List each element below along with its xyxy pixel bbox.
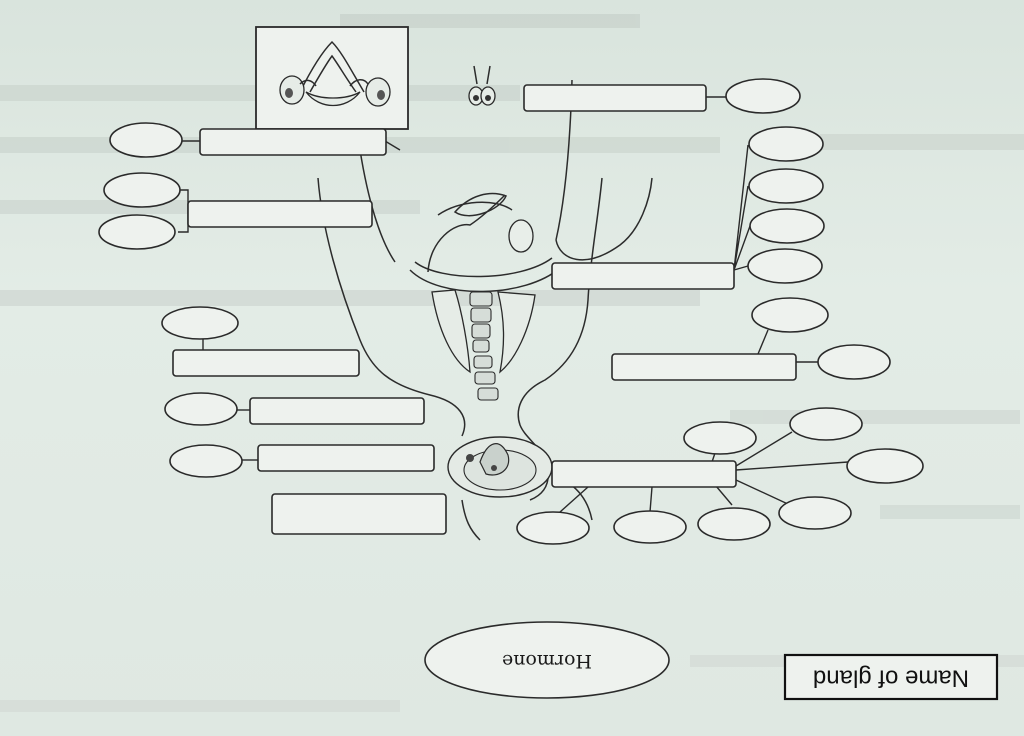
gland-box-9[interactable] (611, 353, 797, 381)
gland-box-7[interactable] (523, 84, 707, 112)
hormone-oval-7[interactable] (725, 78, 801, 114)
organs-illustration (409, 192, 561, 498)
hormone-oval-9[interactable] (748, 168, 824, 204)
hormone-oval-1[interactable] (109, 122, 183, 158)
right-labels (516, 78, 924, 545)
hormone-oval-13[interactable] (817, 344, 891, 380)
gland-box-6[interactable] (271, 493, 447, 535)
gland-box-1[interactable] (199, 128, 387, 156)
left-labels (98, 122, 447, 535)
hormone-oval-17[interactable] (778, 496, 852, 530)
hormone-oval-11[interactable] (747, 248, 823, 284)
gland-box-3[interactable] (172, 349, 360, 377)
legend-hormone-oval (424, 621, 670, 699)
legend-gland-box (783, 653, 999, 701)
legend-gland-label: Name of gland (813, 665, 969, 692)
gland-box-5[interactable] (257, 444, 435, 472)
gland-box-8[interactable] (551, 262, 735, 290)
reproductive-organs-inset (255, 26, 409, 130)
hormone-oval-12[interactable] (751, 297, 829, 333)
hormone-oval-4[interactable] (161, 306, 239, 340)
gland-box-10[interactable] (551, 460, 737, 488)
gland-box-2[interactable] (187, 200, 373, 228)
legend: Hormone Name of gland (424, 621, 999, 701)
hormone-oval-6[interactable] (169, 444, 243, 478)
hormone-oval-2[interactable] (103, 172, 181, 208)
hormone-oval-5[interactable] (164, 392, 238, 426)
hormone-oval-8[interactable] (748, 126, 824, 162)
hormone-oval-15[interactable] (789, 407, 863, 441)
hormone-oval-19[interactable] (613, 510, 687, 544)
legend-hormone-label: Hormone (502, 650, 592, 672)
hormone-oval-16[interactable] (846, 448, 924, 484)
hormone-oval-20[interactable] (516, 511, 590, 545)
gland-box-4[interactable] (249, 397, 425, 425)
hormone-oval-18[interactable] (697, 507, 771, 541)
hormone-oval-3[interactable] (98, 214, 176, 250)
hormone-oval-14[interactable] (683, 421, 757, 455)
hormone-oval-10[interactable] (749, 208, 825, 244)
testes-icon (468, 65, 496, 106)
